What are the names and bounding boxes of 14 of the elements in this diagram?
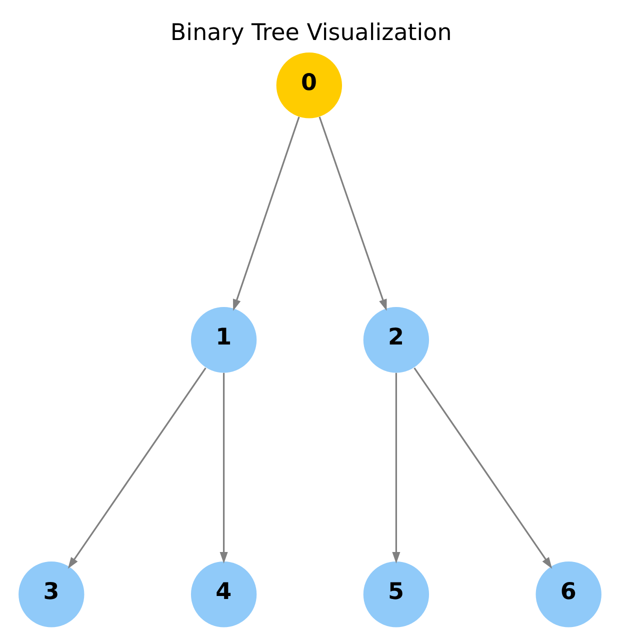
arrow (219, 372, 228, 564)
node-circle: 5 (362, 562, 429, 628)
node-circle: 3 (18, 562, 84, 628)
arrow (392, 372, 400, 564)
arrow (318, 116, 386, 311)
node-circle: 2 (362, 307, 429, 373)
arrow (413, 367, 552, 569)
node-circle: 6 (535, 562, 601, 628)
arrow (232, 116, 300, 311)
diagram-title: Binary Tree Visualization (170, 20, 452, 46)
node-circle: 1 (190, 307, 256, 373)
arrow (67, 367, 206, 569)
node-circle: 4 (190, 562, 256, 628)
node-circle: 0 (276, 52, 342, 118)
